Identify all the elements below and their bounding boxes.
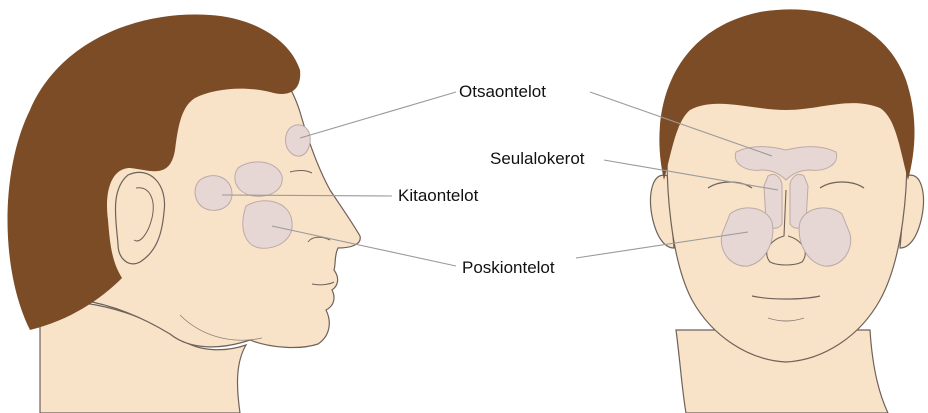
label-sphenoid-sinuses: Kitaontelot xyxy=(398,186,479,205)
profile-head xyxy=(8,14,361,413)
label-frontal-sinuses: Otsaontelot xyxy=(459,82,546,101)
profile-ethmoid-sinus xyxy=(235,162,282,196)
front-head xyxy=(651,9,924,413)
label-ethmoid-sinuses: Seulalokerot xyxy=(490,149,585,168)
label-maxillary-sinuses: Poskiontelot xyxy=(462,258,555,277)
leader-frontal-profile xyxy=(300,92,456,138)
profile-frontal-sinus xyxy=(286,125,311,156)
profile-sphenoid-sinus xyxy=(195,176,232,211)
profile-maxillary-sinus xyxy=(243,201,292,248)
